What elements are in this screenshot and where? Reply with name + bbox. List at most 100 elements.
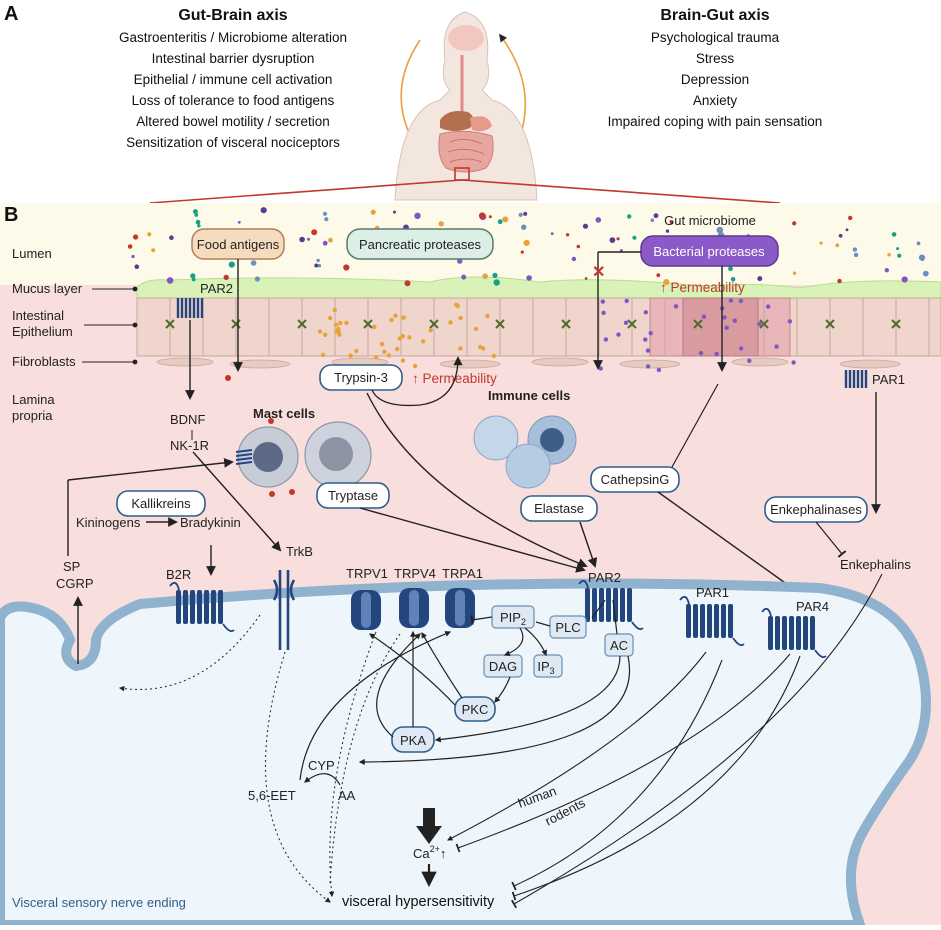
particle bbox=[400, 334, 405, 339]
particle bbox=[169, 235, 174, 240]
human-body-illustration bbox=[394, 11, 538, 201]
transmembrane-helix bbox=[721, 604, 726, 638]
particle bbox=[497, 219, 503, 225]
particle bbox=[722, 315, 727, 320]
particle bbox=[448, 320, 453, 325]
particle bbox=[698, 350, 704, 356]
svg-text:Enkephalinases: Enkephalinases bbox=[770, 502, 862, 517]
receptor-tail bbox=[631, 621, 644, 631]
particle bbox=[787, 319, 793, 324]
particle bbox=[386, 353, 392, 358]
particle bbox=[576, 244, 581, 249]
bacterial-proteases-box: Bacterial proteases bbox=[640, 235, 779, 267]
mucus-label: Mucus layer bbox=[12, 281, 83, 296]
particle bbox=[757, 321, 762, 327]
particle bbox=[623, 320, 629, 325]
particle bbox=[191, 277, 196, 282]
particle bbox=[407, 335, 412, 340]
fibroblasts-label: Fibroblasts bbox=[12, 354, 76, 369]
epithelium-label: Intestinal bbox=[12, 308, 64, 323]
transmembrane-helix bbox=[789, 616, 794, 650]
nerve-ending-membrane bbox=[0, 578, 932, 930]
kallikreins-box: Kallikreins bbox=[116, 490, 206, 517]
fibroblast-layer bbox=[156, 357, 901, 369]
gut-brain-list: Gut-Brain axis Gastroenteritis / Microbi… bbox=[119, 7, 347, 150]
particle bbox=[665, 229, 670, 233]
particle bbox=[728, 266, 733, 272]
junction-x-icon bbox=[165, 319, 175, 329]
elastase-box: Elastase bbox=[520, 495, 598, 522]
particle bbox=[237, 220, 241, 224]
particle bbox=[250, 260, 257, 266]
particle bbox=[521, 224, 527, 230]
particle bbox=[701, 314, 707, 319]
particle bbox=[314, 263, 319, 268]
particle bbox=[835, 243, 840, 248]
particle bbox=[645, 348, 651, 353]
particle bbox=[414, 212, 421, 219]
particle bbox=[619, 249, 623, 252]
particle bbox=[197, 224, 201, 228]
trpa1-label: TRPA1 bbox=[442, 566, 483, 581]
particle bbox=[194, 213, 199, 217]
particle bbox=[565, 233, 570, 237]
particle bbox=[716, 226, 724, 234]
particle bbox=[582, 223, 589, 229]
lamina-label: Lamina bbox=[12, 392, 55, 407]
particle bbox=[766, 304, 771, 309]
permeability-label-right: ↑ Permeability bbox=[660, 280, 745, 295]
junction-x-icon bbox=[495, 319, 505, 329]
par1-nerve-receptor bbox=[679, 595, 745, 647]
particle bbox=[916, 241, 921, 246]
particle bbox=[523, 211, 528, 216]
particle bbox=[299, 236, 305, 243]
particle bbox=[526, 275, 532, 281]
transmembrane-helix bbox=[775, 616, 780, 650]
particle bbox=[316, 258, 320, 263]
particle bbox=[151, 248, 156, 253]
epithelium bbox=[136, 297, 941, 357]
particle bbox=[354, 348, 359, 354]
junction-x-icon bbox=[429, 319, 439, 329]
particle bbox=[848, 215, 853, 221]
particle bbox=[724, 325, 729, 330]
gut-brain-item: Altered bowel motility / secretion bbox=[136, 114, 330, 129]
particle bbox=[502, 216, 509, 223]
receptor-tail bbox=[679, 595, 690, 605]
par2-epithelial-receptor: PAR2 bbox=[176, 281, 233, 318]
particle bbox=[663, 279, 670, 286]
particle bbox=[404, 280, 411, 287]
transmembrane-helix bbox=[204, 590, 209, 624]
svg-text:Pancreatic proteases: Pancreatic proteases bbox=[359, 237, 482, 252]
particle bbox=[348, 353, 353, 358]
b2r-receptor bbox=[169, 581, 235, 633]
svg-text:PKA: PKA bbox=[400, 733, 426, 748]
eet-label: 5,6-EET bbox=[248, 788, 296, 803]
particle bbox=[338, 320, 343, 326]
particle bbox=[147, 232, 152, 237]
panel-a-letter: A bbox=[4, 3, 18, 25]
particle bbox=[648, 331, 653, 336]
cathepsin-g-box: CathepsinG bbox=[590, 466, 680, 493]
trpv1-channel bbox=[351, 590, 381, 630]
particle bbox=[656, 273, 661, 278]
b2r-label: B2R bbox=[166, 567, 191, 582]
transmembrane-helix bbox=[782, 616, 787, 650]
particle bbox=[609, 237, 616, 244]
particle bbox=[322, 240, 328, 246]
receptor-tail bbox=[814, 649, 827, 659]
mucus-layer bbox=[136, 276, 941, 301]
svg-text:CathepsinG: CathepsinG bbox=[601, 472, 670, 487]
receptor-tail bbox=[761, 607, 772, 617]
particle bbox=[603, 337, 609, 342]
particle bbox=[643, 337, 648, 342]
particle bbox=[455, 303, 460, 309]
particle bbox=[791, 360, 796, 365]
bradykinin-label: Bradykinin bbox=[180, 515, 241, 530]
transmembrane-helix bbox=[728, 604, 733, 638]
particle bbox=[320, 352, 326, 358]
par2-nerve-receptor bbox=[578, 579, 644, 631]
gut-brain-item: Loss of tolerance to food antigens bbox=[132, 93, 335, 108]
panel-b: B Lumen Mucus layer Int bbox=[0, 203, 941, 930]
particle bbox=[891, 232, 897, 237]
